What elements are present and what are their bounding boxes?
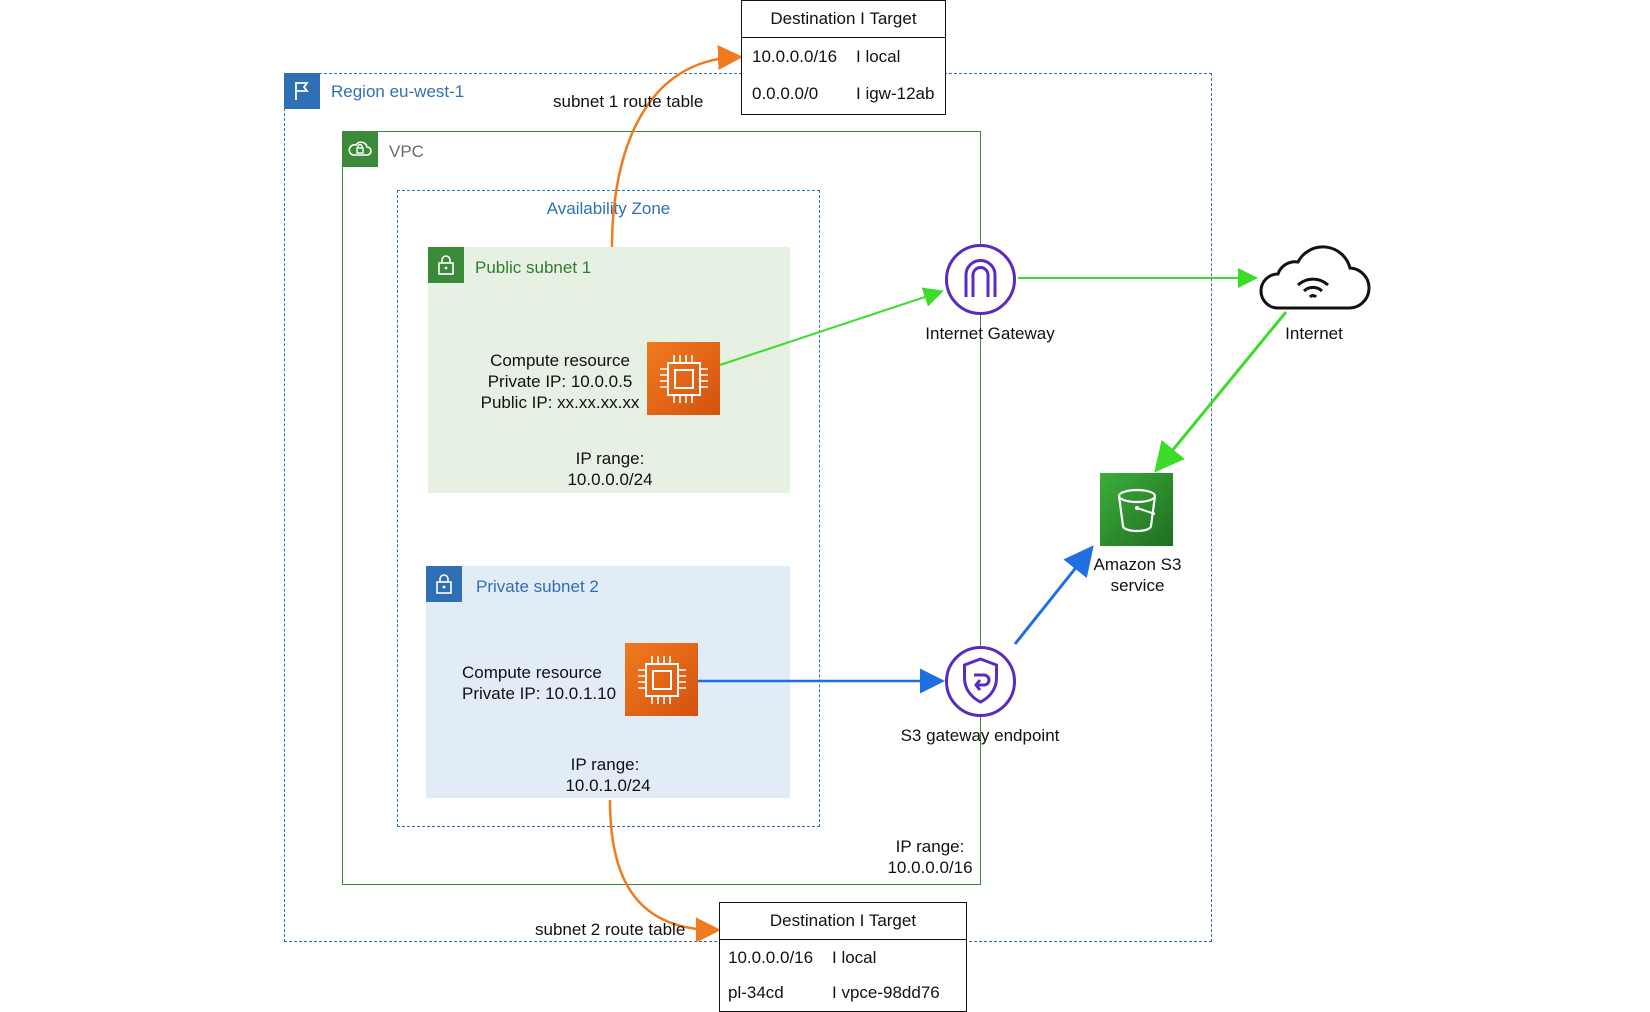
availability-zone-label: Availability Zone [546,199,671,218]
route-destination: pl-34cd [728,983,784,1002]
internet-label: Internet [1285,324,1343,343]
route-table-1-caption: subnet 1 route table [553,92,704,111]
internet-cloud-icon [1256,240,1372,315]
private-compute-chip-icon [625,643,698,716]
endpoint-to-s3-arrow [1013,545,1094,645]
route-table-2-caption: subnet 2 route table [535,920,686,939]
public-subnet-label: Public subnet 1 [475,258,592,277]
public-compute-chip-icon [647,342,720,415]
public-subnet-lock-icon [428,247,464,283]
private-subnet-ip-range-label: IP range: [570,755,640,774]
private-compute-title: Compute resource [462,663,602,682]
region-flag-icon [284,73,320,109]
vpc-label: VPC [389,142,424,161]
route-destination: 10.0.0.0/16 [752,47,838,66]
internet-gateway-icon [944,243,1017,316]
route-target: I local [832,948,877,967]
private-subnet-label: Private subnet 2 [476,577,599,596]
route-destination: 10.0.0.0/16 [728,948,814,967]
route-table-1: Destination I Target 10.0.0.0/16 I local… [741,0,946,115]
s3-gateway-endpoint-label: S3 gateway endpoint [900,726,1060,745]
route-table-2-connector [608,799,721,943]
public-subnet-ip-range: 10.0.0.0/24 [567,470,653,489]
private-subnet-ip-range: 10.0.1.0/24 [565,776,651,795]
public-compute-public-ip: Public IP: xx.xx.xx.xx [480,393,640,412]
public-subnet-container [428,247,790,493]
route-target: I igw-12ab [856,84,935,103]
route-table-2-row: pl-34cd I vpce-98dd76 [720,975,966,1010]
s3-service-label-line1: Amazon S3 [1093,555,1182,574]
vpc-ip-range-label: IP range: [895,837,965,856]
public-compute-title: Compute resource [490,351,630,370]
vpc-cloud-icon [342,131,378,167]
route-table-1-header: Destination I Target [742,1,945,38]
route-table-1-row: 0.0.0.0/0 I igw-12ab [742,75,945,112]
private-subnet-lock-icon [426,566,462,602]
route-table-2-row: 10.0.0.0/16 I local [720,940,966,975]
s3-service-label-line2: service [1110,576,1165,595]
s3-bucket-icon [1100,473,1173,546]
route-table-1-connector [610,45,743,248]
route-target: I local [856,47,901,66]
s3-gateway-endpoint-icon [944,645,1017,718]
route-target: I vpce-98dd76 [832,983,940,1002]
public-to-igw-arrow [719,287,944,366]
internet-gateway-label: Internet Gateway [925,324,1055,343]
vpc-container [342,131,981,885]
public-subnet-ip-range-label: IP range: [575,449,645,468]
internet-to-s3-arrow [1154,311,1288,473]
route-destination: 0.0.0.0/0 [752,84,819,103]
availability-zone-container [397,190,820,827]
route-table-2: Destination I Target 10.0.0.0/16 I local… [719,902,967,1012]
route-table-2-header: Destination I Target [720,903,966,940]
region-label: Region eu-west-1 [331,82,465,101]
public-compute-private-ip: Private IP: 10.0.0.5 [487,372,633,391]
vpc-ip-range: 10.0.0.0/16 [887,858,973,877]
route-table-1-row: 10.0.0.0/16 I local [742,38,945,75]
private-compute-private-ip: Private IP: 10.0.1.10 [462,684,617,703]
